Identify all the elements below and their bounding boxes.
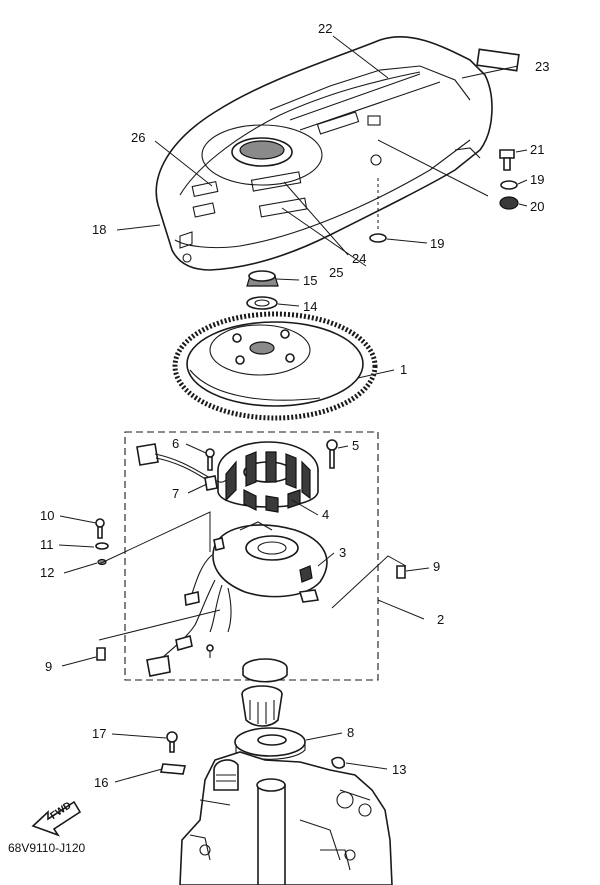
callout-26: 26 — [131, 130, 146, 145]
nut-washer — [246, 270, 279, 310]
fwd-arrow-icon — [31, 800, 82, 837]
callout-4: 4 — [322, 507, 330, 522]
wiring-harness — [146, 579, 232, 677]
dowel-pin-right — [396, 565, 406, 579]
callout-19-top: 19 — [530, 172, 545, 187]
callout-16: 16 — [94, 775, 109, 790]
callout-25: 25 — [329, 265, 344, 280]
plate-8 — [234, 727, 306, 760]
callout-19-bottom: 19 — [430, 236, 445, 251]
callout-11: 11 — [40, 537, 54, 552]
diagram-code: 68V9110-J120 — [8, 841, 86, 855]
callout-17: 17 — [92, 726, 107, 741]
callout-12: 12 — [40, 565, 55, 580]
callout-5: 5 — [352, 438, 360, 453]
flywheel — [172, 311, 378, 421]
assembly-2-boundary — [124, 431, 379, 681]
screws-5-6-7 — [204, 439, 338, 491]
callout-8: 8 — [347, 725, 355, 740]
callout-10: 10 — [40, 508, 55, 523]
callout-2: 2 — [437, 612, 445, 627]
callout-20: 20 — [530, 199, 545, 214]
screw-washers-left — [95, 518, 109, 566]
callout-15: 15 — [303, 273, 318, 288]
engine-block — [179, 751, 393, 885]
dowel-pin-left — [96, 647, 106, 661]
base-plate — [189, 521, 328, 603]
callout-22: 22 — [318, 21, 333, 36]
leader-lines — [58, 35, 528, 783]
callout-14: 14 — [303, 299, 318, 314]
callout-6: 6 — [172, 436, 180, 451]
woodruff-key — [331, 756, 346, 769]
callout-24: 24 — [352, 251, 367, 266]
sleeve-parts — [241, 658, 288, 727]
flywheel-cover — [155, 36, 493, 271]
callout-18: 18 — [92, 222, 107, 237]
decal-23 — [476, 48, 520, 72]
callout-21: 21 — [530, 142, 545, 157]
callout-3: 3 — [339, 545, 347, 560]
callout-9-right: 9 — [433, 559, 441, 574]
bolt-grommet-set — [369, 139, 519, 243]
callout-7: 7 — [172, 486, 180, 501]
callout-13: 13 — [392, 762, 407, 777]
callout-9-left: 9 — [45, 659, 53, 674]
stator-coil — [217, 441, 319, 513]
callout-23: 23 — [535, 59, 550, 74]
callout-1: 1 — [400, 362, 408, 377]
